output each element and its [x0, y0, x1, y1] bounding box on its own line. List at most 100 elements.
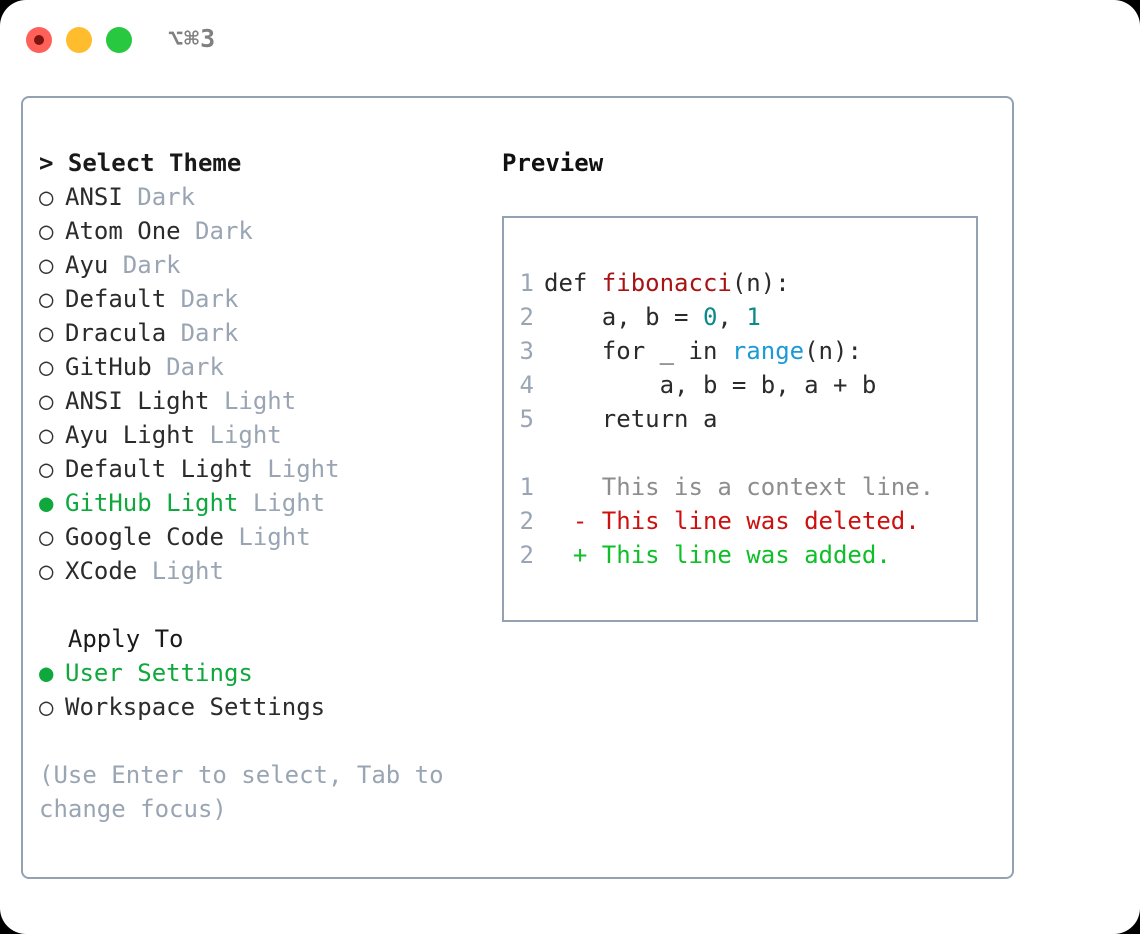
theme-option-variant: Dark [166, 285, 239, 313]
theme-option-variant: Light [223, 523, 311, 551]
code-line: 3 for _ in range(n): [504, 334, 976, 368]
code-token: a, b = b, a + b [544, 371, 877, 399]
diff-line-text: This is a context line. [544, 473, 935, 501]
line-number: 2 [519, 303, 534, 331]
line-number: 2 [519, 507, 534, 535]
theme-option-7[interactable]: ○Ayu Light Light [39, 418, 499, 452]
line-number: 1 [519, 269, 534, 297]
line-number: 2 [519, 541, 534, 569]
close-button[interactable] [26, 27, 52, 53]
theme-option-4[interactable]: ○ Dracula Dark [39, 316, 499, 350]
theme-option-variant: Dark [166, 319, 239, 347]
theme-option-variant: Light [209, 387, 297, 415]
apply-option-1[interactable]: ○ Workspace Settings [39, 690, 499, 724]
theme-option-0[interactable]: ○ ANSI Dark [39, 180, 499, 214]
code-token: (n): [804, 337, 862, 365]
code-line: 5 return a [504, 402, 976, 436]
diff-line-text: + This line was added. [544, 541, 891, 569]
minimize-button[interactable] [66, 27, 92, 53]
theme-option-label: XCode [65, 557, 138, 585]
theme-option-10[interactable]: ○Google Code Light [39, 520, 499, 554]
code-line-text: for _ in range(n): [544, 334, 862, 368]
theme-option-variant: Dark [108, 251, 181, 279]
apply-to-list[interactable]: ● User Settings ○ Workspace Settings [39, 656, 499, 724]
line-number: 4 [519, 371, 534, 399]
theme-option-label: Atom One [65, 217, 181, 245]
diff-line: 2 + This line was added. [504, 538, 976, 572]
code-token: def [544, 269, 602, 297]
apply-option-label: Workspace Settings [65, 693, 326, 721]
theme-picker-panel: > Select Theme ○ANSI Dark○Atom One Dark○… [39, 146, 499, 826]
theme-option-11[interactable]: ○XCode Light [39, 554, 499, 588]
code-line: 4 a, b = b, a + b [504, 368, 976, 402]
theme-option-label: Ayu [65, 251, 109, 279]
theme-option-label: Ayu Light [65, 421, 196, 449]
line-number: 5 [519, 405, 534, 433]
code-token: (n): [731, 269, 790, 297]
keyboard-hint-text: (Use Enter to select, Tab to change focu… [39, 761, 444, 823]
theme-option-1[interactable]: ○Atom One Dark [39, 214, 499, 248]
theme-option-label: GitHub [65, 353, 152, 381]
theme-option-label: Default Light [65, 455, 253, 483]
theme-option-variant: Dark [180, 217, 253, 245]
zoom-button[interactable] [106, 27, 132, 53]
radio-unselected-icon: ○ [39, 455, 54, 483]
code-token: fibonacci [601, 269, 732, 297]
theme-option-variant: Light [137, 557, 224, 585]
code-line: 2 a, b = 0, 1 [504, 300, 976, 334]
select-theme-header: > Select Theme [39, 149, 242, 177]
radio-unselected-icon: ○ [39, 251, 54, 279]
radio-unselected-icon: ○ [39, 387, 54, 415]
theme-option-label: GitHub Light [65, 489, 239, 517]
theme-option-3[interactable]: ○ Default Dark [39, 282, 499, 316]
radio-unselected-icon: ○ [39, 183, 54, 211]
code-token: 0 [702, 303, 718, 331]
diff-line-text: - This line was deleted. [544, 507, 920, 535]
diff-line: 2 - This line was deleted. [504, 504, 976, 538]
diff-sample: 1 This is a context line.2 - This line w… [504, 470, 976, 572]
radio-selected-icon: ● [39, 659, 54, 687]
theme-option-5[interactable]: ○ GitHub Dark [39, 350, 499, 384]
radio-unselected-icon: ○ [39, 353, 54, 381]
apply-to-header: Apply To [39, 625, 184, 653]
code-token: 1 [746, 303, 761, 331]
theme-option-6[interactable]: ○ ANSI Light Light [39, 384, 499, 418]
code-line-text: def fibonacci(n): [544, 266, 790, 300]
code-line-text: return a [544, 402, 718, 436]
code-diff-spacer [504, 436, 976, 470]
radio-unselected-icon: ○ [39, 319, 54, 347]
theme-option-variant: Dark [122, 183, 196, 211]
theme-option-variant: Light [252, 455, 340, 483]
code-line-text: a, b = 0, 1 [544, 300, 761, 334]
line-number: 3 [519, 337, 534, 365]
diff-line: 1 This is a context line. [504, 470, 976, 504]
theme-option-8[interactable]: ○ Default Light Light [39, 452, 499, 486]
theme-option-variant: Light [238, 489, 326, 517]
theme-option-label: Default [65, 285, 167, 313]
theme-option-label: ANSI Light [65, 387, 210, 415]
theme-option-variant: Dark [151, 353, 224, 381]
radio-unselected-icon: ○ [39, 285, 54, 313]
apply-to-panel: Apply To ● User Settings ○ Workspace Settin… [39, 622, 499, 724]
code-token: , [717, 303, 747, 331]
code-token: for _ in [544, 337, 732, 365]
radio-unselected-icon: ○ [39, 421, 54, 449]
theme-option-9[interactable]: ●GitHub Light Light [39, 486, 499, 520]
code-token: range [731, 337, 805, 365]
preview-title: Preview [502, 149, 604, 177]
line-number: 1 [519, 473, 534, 501]
theme-option-label: ANSI [65, 183, 123, 211]
theme-option-label: Dracula [65, 319, 167, 347]
code-token: return a [544, 405, 718, 433]
radio-unselected-icon: ○ [39, 693, 54, 721]
theme-list[interactable]: ○ANSI Dark○Atom One Dark○Ayu Dark○Defaul… [39, 180, 499, 588]
theme-option-2[interactable]: ○ Ayu Dark [39, 248, 499, 282]
content-card: > Select Theme ○ANSI Dark○Atom One Dark○… [21, 96, 1014, 879]
code-token: a, b = [544, 303, 703, 331]
apply-option-label: User Settings [65, 659, 253, 687]
apply-option-0[interactable]: ● User Settings [39, 656, 499, 690]
